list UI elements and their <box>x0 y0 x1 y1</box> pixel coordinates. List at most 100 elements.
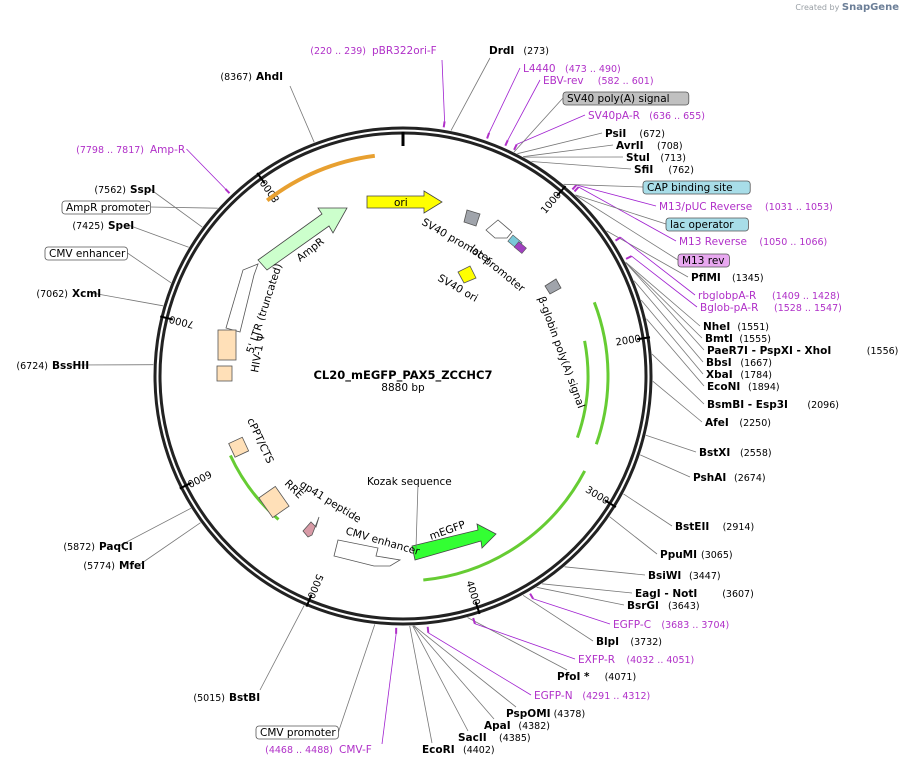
sv40-promoter-box <box>463 209 481 227</box>
site-position: (5015) <box>193 693 225 704</box>
box-leader <box>150 206 218 209</box>
primer-mark <box>625 255 632 260</box>
site-name: BlpI <box>596 636 619 648</box>
site-name: NheI <box>703 321 730 333</box>
primer-position: (636 .. 655) <box>649 111 705 122</box>
site-leader <box>523 144 614 158</box>
site-name: PshAI <box>693 472 726 484</box>
arc-green-bottom <box>423 470 587 582</box>
site-leader <box>564 566 646 576</box>
primer-mark <box>614 236 622 242</box>
site-leader <box>625 262 703 339</box>
site-position: (2914) <box>723 522 755 533</box>
tick-label: 7000 <box>168 313 195 330</box>
kozak-leader <box>415 483 419 549</box>
site-leader <box>467 617 568 671</box>
site-name: SfiI <box>634 164 653 176</box>
site-leader <box>651 353 705 405</box>
ltr-box <box>217 329 237 361</box>
site-leader <box>413 625 517 708</box>
tick-label: 6000 <box>185 468 213 489</box>
site-name: EcoRI <box>422 744 455 756</box>
ori-label: ori <box>394 197 408 209</box>
site-name: BsiWI <box>648 570 681 582</box>
tick-mark <box>305 594 313 608</box>
site-name: PspOMI <box>506 708 551 720</box>
site-leader <box>625 261 701 327</box>
ltr-arrow <box>225 263 259 333</box>
site-position: (2096) <box>807 400 839 411</box>
site-position: (1345) <box>732 273 764 284</box>
primer-name: pBR322ori-F <box>372 45 437 57</box>
primer-leader <box>381 633 397 745</box>
feature-box <box>677 253 730 268</box>
primer-position: (1031 .. 1053) <box>765 202 833 213</box>
feature-box-label: SV40 poly(A) signal <box>567 93 670 105</box>
ampr-arrow <box>257 207 348 271</box>
primer-leader <box>631 255 698 308</box>
site-position: (4402) <box>463 745 495 756</box>
primer-name: Bglob-pA-R <box>700 302 758 314</box>
plasmid-name: CL20_mEGFP_PAX5_ZCCHC7 <box>313 368 492 383</box>
tick-mark <box>556 185 567 197</box>
site-position: (672) <box>639 129 665 140</box>
tick-label: 1000 <box>539 190 564 216</box>
site-leader <box>625 262 705 351</box>
site-position: (713) <box>660 153 686 164</box>
primer-position: (4468 .. 4488) <box>265 745 333 756</box>
site-name: BstXI <box>699 447 730 459</box>
primer-name: EXFP-R <box>578 654 615 666</box>
primer-position: (1050 .. 1066) <box>759 237 827 248</box>
site-name: MfeI <box>119 560 145 572</box>
box-leader <box>575 195 679 261</box>
snapgene-branding: Created by SnapGene <box>795 2 899 13</box>
site-position: (7062) <box>36 289 68 300</box>
site-leader <box>149 188 203 228</box>
feature-box-label: CMV enhancer <box>49 248 126 260</box>
primer-leader <box>532 598 611 625</box>
site-name: PaqCI <box>99 541 133 553</box>
site-position: (5872) <box>63 542 95 553</box>
site-position: (762) <box>668 165 694 176</box>
site-position: (6724) <box>16 361 48 372</box>
site-leader <box>91 292 164 307</box>
site-leader <box>259 605 305 691</box>
primer-mark <box>504 139 509 147</box>
tick-mark <box>474 601 481 615</box>
primer-name: M13/pUC Reverse <box>659 201 752 213</box>
box-leader <box>513 97 564 153</box>
site-leader <box>412 625 495 720</box>
feature-box-label: lac operator <box>670 219 734 231</box>
site-name: BstEII <box>675 521 709 533</box>
primer-name: SV40pA-R <box>588 110 640 122</box>
tick-mark <box>256 172 266 185</box>
feature-box-label: CAP binding site <box>647 182 733 194</box>
bglobin-box <box>544 278 562 295</box>
kozak-label: Kozak sequence <box>367 476 452 488</box>
primer-position: (582 .. 601) <box>598 76 654 87</box>
site-leader <box>138 522 201 566</box>
site-name: PflMI <box>691 272 721 284</box>
sv40-ori-box <box>457 265 477 284</box>
feature-box <box>255 725 339 740</box>
site-name: SpeI <box>108 220 134 232</box>
site-position: (5774) <box>83 561 115 572</box>
site-name: BsrGI <box>627 600 659 612</box>
tick-mark <box>179 481 192 490</box>
site-leader <box>633 280 704 363</box>
lac-operator-box <box>513 241 527 254</box>
primer-position: (7798 .. 7817) <box>76 145 144 156</box>
primer-leader <box>441 59 445 122</box>
feature-box <box>642 180 751 195</box>
box-leader <box>127 252 172 284</box>
primer-name: EGFP-N <box>534 690 573 702</box>
primer-mark <box>426 626 430 633</box>
tick-label: 4000 <box>463 579 481 607</box>
site-leader <box>536 586 625 606</box>
labels: DrdI(273)(8367)AhdIPsiI(672)AvrII(708)St… <box>16 45 898 756</box>
box-leader <box>338 624 376 733</box>
primer-position: (220 .. 239) <box>310 46 366 57</box>
plasmid-length: 8880 bp <box>381 382 425 394</box>
site-leader <box>450 57 491 131</box>
